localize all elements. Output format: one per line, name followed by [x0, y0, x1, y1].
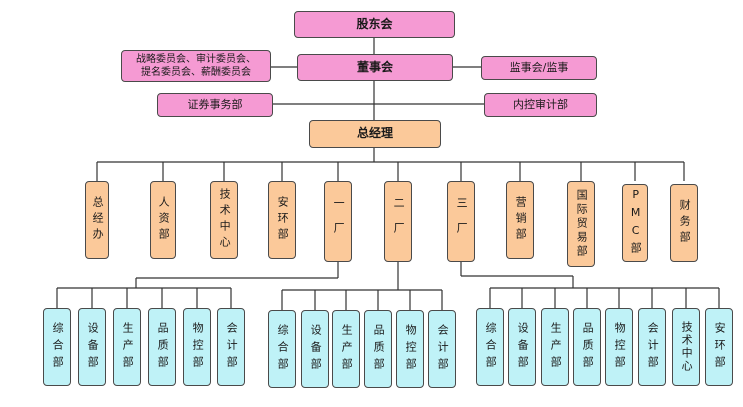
committees-box: 战略委员会、审计委员会、 提名委员会、薪酬委员会: [121, 50, 271, 82]
unit-label: 会计部: [436, 323, 450, 375]
dept-label: 国际贸易部: [575, 189, 589, 259]
unit-label: 生产部: [121, 321, 135, 373]
board-of-directors-label: 董事会: [356, 59, 393, 74]
supervisors-box: 监事会/监事: [481, 56, 597, 80]
unit-label: 生产部: [549, 321, 563, 373]
supervisors-label: 监事会/监事: [509, 60, 569, 74]
plant3-unit: 综合部: [476, 308, 504, 386]
dept-label: 三厂: [455, 196, 469, 247]
unit-label: 会计部: [646, 321, 660, 373]
dept-label: 总经办: [91, 196, 105, 244]
unit-label: 物控部: [191, 321, 205, 373]
dept-plant-2: 二厂: [384, 181, 412, 262]
plant3-unit: 会计部: [638, 308, 666, 386]
unit-label: 设备部: [86, 321, 100, 373]
plant1-unit: 综合部: [43, 308, 71, 386]
dept-intl-trade: 国际贸易部: [567, 181, 595, 267]
plant2-unit: 生产部: [332, 310, 360, 388]
dept-finance: 财务部: [670, 184, 698, 262]
unit-label: 技术中心: [680, 321, 694, 373]
plant1-unit: 会计部: [217, 308, 245, 386]
board-of-directors-box: 董事会: [297, 54, 453, 81]
shareholders-meeting-box: 股东会: [294, 11, 455, 38]
unit-label: 物控部: [613, 321, 627, 373]
plant1-unit: 品质部: [148, 308, 176, 386]
unit-label: 品质部: [581, 321, 595, 373]
dept-label: PMC部: [629, 188, 643, 258]
dept-safety-env: 安环部: [268, 181, 296, 259]
internal-audit-box: 内控审计部: [484, 93, 597, 117]
committees-label: 战略委员会、审计委员会、 提名委员会、薪酬委员会: [136, 54, 256, 78]
plant3-unit: 物控部: [605, 308, 633, 386]
plant3-unit: 安环部: [705, 308, 733, 386]
unit-label: 安环部: [713, 321, 727, 373]
plant2-unit: 设备部: [301, 310, 329, 388]
plant1-unit: 生产部: [113, 308, 141, 386]
unit-label: 设备部: [516, 321, 530, 373]
dept-hr: 人资部: [150, 181, 176, 259]
dept-label: 营销部: [514, 196, 528, 244]
plant2-unit: 会计部: [428, 310, 456, 388]
plant2-unit: 品质部: [364, 310, 392, 388]
plant3-unit: 设备部: [508, 308, 536, 386]
unit-label: 设备部: [309, 323, 323, 375]
plant3-unit: 技术中心: [672, 308, 700, 386]
unit-label: 物控部: [404, 323, 418, 375]
dept-label: 安环部: [276, 196, 290, 244]
dept-plant-3: 三厂: [447, 181, 475, 262]
plant3-unit: 品质部: [573, 308, 601, 386]
plant2-unit: 综合部: [268, 310, 296, 388]
dept-plant-1: 一厂: [324, 181, 352, 262]
unit-label: 会计部: [225, 321, 239, 373]
unit-label: 综合部: [276, 323, 290, 375]
general-manager-label: 总经理: [356, 126, 393, 141]
dept-gm-office: 总经办: [85, 181, 109, 259]
dept-label: 一厂: [332, 196, 346, 247]
securities-affairs-box: 证券事务部: [157, 93, 273, 117]
dept-label: 技术中心: [218, 188, 232, 252]
dept-sales: 营销部: [506, 181, 534, 259]
dept-pmc: PMC部: [622, 184, 648, 262]
plant1-unit: 物控部: [183, 308, 211, 386]
dept-label: 财务部: [678, 199, 692, 247]
internal-audit-label: 内控审计部: [513, 97, 568, 111]
plant3-unit: 生产部: [541, 308, 569, 386]
unit-label: 综合部: [484, 321, 498, 373]
dept-label: 二厂: [392, 196, 406, 247]
general-manager-box: 总经理: [309, 120, 441, 148]
dept-label: 人资部: [157, 196, 171, 244]
unit-label: 品质部: [156, 321, 170, 373]
shareholders-meeting-label: 股东会: [356, 16, 393, 31]
unit-label: 品质部: [372, 323, 386, 375]
plant2-unit: 物控部: [396, 310, 424, 388]
unit-label: 综合部: [51, 321, 65, 373]
securities-affairs-label: 证券事务部: [187, 97, 243, 111]
dept-tech-center: 技术中心: [210, 181, 238, 259]
plant1-unit: 设备部: [78, 308, 106, 386]
unit-label: 生产部: [340, 323, 354, 375]
